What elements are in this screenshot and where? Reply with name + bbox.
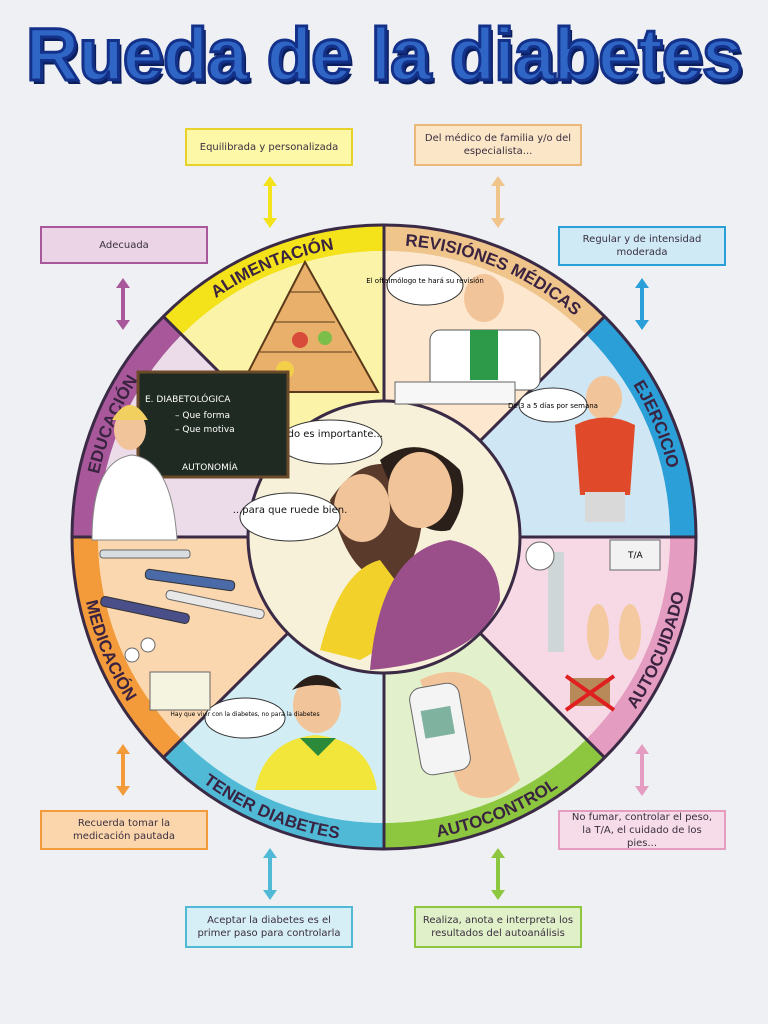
arrow-medicacion (116, 744, 130, 796)
arrow-revisiones (491, 176, 505, 228)
blackboard-line2: – Que forma (175, 411, 230, 421)
box-educacion: Adecuada (40, 226, 208, 264)
exercise-illustration (575, 376, 635, 522)
blackboard-line3: – Que motiva (175, 425, 235, 435)
band-alimentacion (163, 225, 384, 335)
band-autocontrol (384, 739, 605, 849)
education-illustration (91, 370, 290, 541)
segment-autocuidado (480, 537, 670, 740)
arrow-autocuidado (635, 744, 649, 796)
box-tener: Aceptar la diabetes es el primer paso pa… (185, 906, 353, 948)
band-autocuidado (586, 537, 696, 758)
doctor-illustration (394, 274, 541, 405)
blackboard-line1: E. DIABETOLÓGICA (145, 393, 231, 405)
box-autocuidado: No fumar, controlar el peso, la T/A, el … (558, 810, 726, 850)
food-pyramid (236, 259, 380, 393)
medication-illustration (99, 549, 265, 711)
blackboard-line4: AUTONOMÍA (182, 461, 239, 473)
glucometer-illustration (409, 672, 520, 798)
tener-bubble: Hay que vivir con la diabetes, no para l… (170, 711, 319, 718)
box-autocontrol: Realiza, anota e interpreta los resultad… (414, 906, 582, 948)
arrow-educacion (116, 278, 130, 330)
oftalmologo-bubble: El oftalmólogo te hará su revisión (366, 277, 484, 285)
box-revisiones: Del médico de familia y/o del especialis… (414, 124, 582, 166)
man-illustration (255, 675, 377, 790)
box-ejercicio: Regular y de intensidad moderada (558, 226, 726, 266)
box-alimentacion: Equilibrada y personalizada (185, 128, 353, 166)
ejercicio-bubble: De 3 a 5 días por semana (508, 402, 598, 410)
autocuidado-illustration: T/A (525, 539, 661, 712)
band-ejercicio (586, 316, 696, 537)
segment-medicacion (97, 537, 288, 740)
band-revisiones (384, 225, 605, 335)
ta-label: T/A (627, 551, 644, 561)
arrow-alimentacion (263, 176, 277, 228)
center-bubble-1: Todo es importante... (276, 429, 383, 440)
box-medicacion: Recuerda tomar la medicación pautada (40, 810, 208, 850)
center-bubble-2: ...para que ruede bien. (233, 505, 348, 516)
arrow-autocontrol (491, 848, 505, 900)
couple-illustration (320, 447, 500, 670)
band-medicacion (72, 537, 182, 758)
band-tener (163, 739, 384, 850)
band-educacion (72, 316, 182, 537)
page-title: Rueda de la diabetes (24, 12, 744, 98)
arrow-ejercicio (635, 278, 649, 330)
arrow-tener (263, 848, 277, 900)
